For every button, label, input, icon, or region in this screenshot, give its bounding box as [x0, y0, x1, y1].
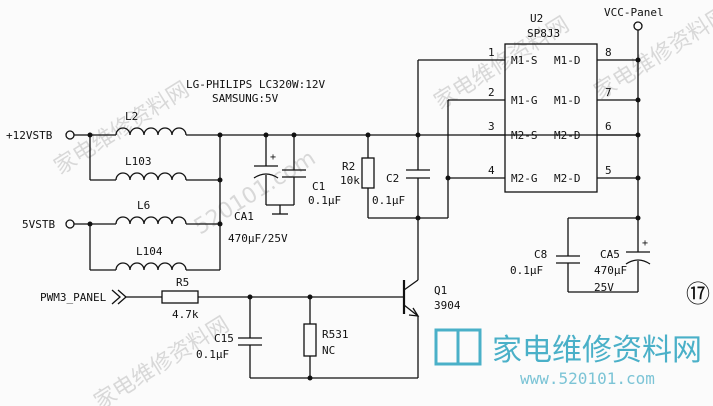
- pwm-input-arrow: [111, 289, 127, 305]
- pin-5-number: 5: [605, 164, 612, 177]
- ic-body: [504, 43, 598, 193]
- pin-3-name: M2-S: [511, 129, 538, 142]
- ic-u2: U2 SP8J3 1 M1-S 2 M1-G 3 M2-S 4 M2-G 8 M…: [418, 12, 641, 218]
- ca1-ref: CA1: [234, 210, 254, 223]
- l2-ref: L2: [125, 110, 138, 123]
- ic-part: SP8J3: [527, 27, 560, 40]
- r2-ref: R2: [342, 160, 355, 173]
- pin-4-number: 4: [488, 164, 495, 177]
- net-label-vcc-panel: VCC-Panel: [604, 6, 664, 19]
- ca5-voltage: 25V: [594, 281, 614, 294]
- gate-network: R2 10k C2 0.1μF: [340, 60, 451, 280]
- watermark-logo-url: www.520101.com: [520, 369, 655, 388]
- r531-ref: R531: [322, 328, 349, 341]
- note-line-2: SAMSUNG:5V: [212, 92, 279, 105]
- watermark-logo-text: 家电维修资料网: [492, 333, 702, 368]
- watermark-url-1: 520101.com: [190, 146, 320, 240]
- c2-value: 0.1μF: [372, 194, 405, 207]
- figure-number: ⑰: [686, 280, 710, 308]
- pin-7-name: M1-D: [554, 94, 581, 107]
- l6-ref: L6: [137, 199, 150, 212]
- pin-4-name: M2-G: [511, 172, 538, 185]
- input-capacitors: + CA1 470μF/25V C1 0.1μF: [228, 132, 341, 245]
- input-section: +12VSTB L2 L103 5VSTB L6 L104 LG-PHILI: [6, 78, 640, 271]
- pin-8-number: 8: [605, 46, 612, 59]
- terminal-12vstb: [65, 130, 75, 140]
- pin-2-name: M1-G: [511, 94, 538, 107]
- pin-3-number: 3: [488, 120, 495, 133]
- pin-5-name: M2-D: [554, 172, 581, 185]
- resistor-r2: [361, 157, 375, 189]
- net-label-pwm: PWM3_PANEL: [40, 291, 107, 304]
- output-section: VCC-Panel C8 0.1μF + CA5 470μF 25V ⑰: [510, 6, 710, 308]
- note-line-1: LG-PHILIPS LC320W:12V: [186, 78, 325, 91]
- terminal-vcc-panel: [633, 21, 643, 31]
- c1-ref: C1: [312, 180, 325, 193]
- pin-8-name: M1-D: [554, 54, 581, 67]
- ca5-value: 470μF: [594, 264, 627, 277]
- pin-6-name: M2-D: [554, 129, 581, 142]
- pin-1-name: M1-S: [511, 54, 538, 67]
- c8-value: 0.1μF: [510, 264, 543, 277]
- r531-value: NC: [322, 344, 335, 357]
- q1-part: 3904: [434, 299, 461, 312]
- pin-7-number: 7: [605, 86, 612, 99]
- resistor-r5: [161, 290, 199, 304]
- ic-ref: U2: [530, 12, 543, 25]
- svg-text:+: +: [642, 238, 648, 249]
- net-label-12vstb: +12VSTB: [6, 129, 53, 142]
- inductor-l2: [115, 127, 187, 136]
- svg-text:+: +: [270, 152, 276, 163]
- l104-ref: L104: [136, 245, 163, 258]
- net-label-5vstb: 5VSTB: [22, 218, 55, 231]
- terminal-5vstb: [65, 219, 75, 229]
- inductor-l6: [115, 216, 187, 225]
- ca1-value: 470μF/25V: [228, 232, 288, 245]
- resistor-r531: [303, 323, 317, 357]
- inductor-l104: [115, 262, 187, 271]
- c2-ref: C2: [386, 172, 399, 185]
- c1-value: 0.1μF: [308, 194, 341, 207]
- c15-value: 0.1μF: [196, 348, 229, 361]
- pin-2-number: 2: [488, 86, 495, 99]
- l103-ref: L103: [125, 155, 152, 168]
- watermark-logo: 家电维修资料网 www.520101.com: [434, 328, 702, 388]
- c8-ref: C8: [534, 248, 547, 261]
- ca5-ref: CA5: [600, 248, 620, 261]
- pwm-driver: PWM3_PANEL R5 4.7k Q1 3904 C15 0.1μF R53…: [40, 276, 461, 381]
- pin-1-number: 1: [488, 46, 495, 59]
- r5-value: 4.7k: [172, 308, 199, 321]
- pin-6-number: 6: [605, 120, 612, 133]
- q1-ref: Q1: [434, 284, 447, 297]
- inductor-l103: [115, 172, 187, 181]
- r5-ref: R5: [176, 276, 189, 289]
- r2-value: 10k: [340, 174, 360, 187]
- c15-ref: C15: [214, 332, 234, 345]
